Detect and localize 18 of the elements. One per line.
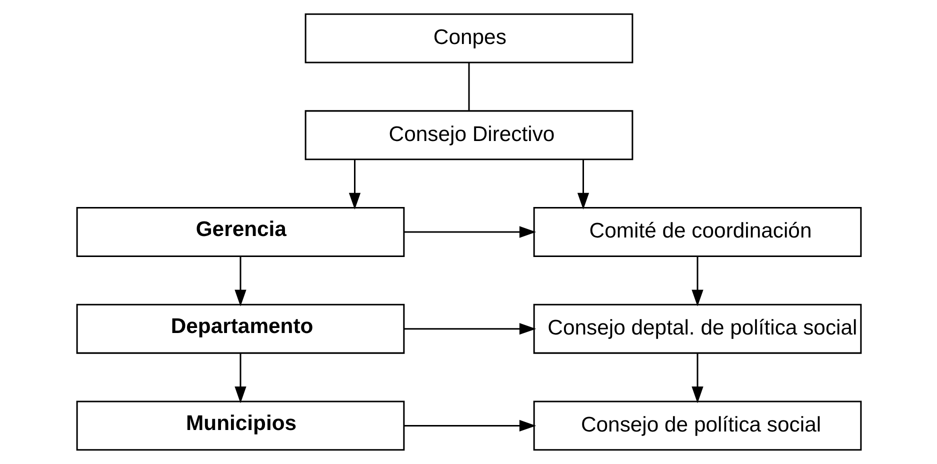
node-box: Consejo deptal. de política social xyxy=(532,304,862,354)
arrow xyxy=(404,420,536,432)
node-box: Conpes xyxy=(304,13,633,64)
node-box: Departamento xyxy=(76,304,404,354)
arrow xyxy=(348,160,360,210)
arrow xyxy=(691,256,703,306)
connector xyxy=(468,62,470,110)
node-box: Consejo Directivo xyxy=(304,110,633,160)
node-box: Municipios xyxy=(76,400,404,451)
arrow xyxy=(234,256,246,306)
node-box: Comité de coordinación xyxy=(532,207,862,257)
arrow xyxy=(404,226,536,238)
arrow xyxy=(234,353,246,404)
node-box: Gerencia xyxy=(76,207,404,257)
arrow xyxy=(576,160,589,210)
arrow xyxy=(691,353,703,404)
arrow xyxy=(404,323,536,335)
node-box: Consejo de política social xyxy=(532,400,862,451)
